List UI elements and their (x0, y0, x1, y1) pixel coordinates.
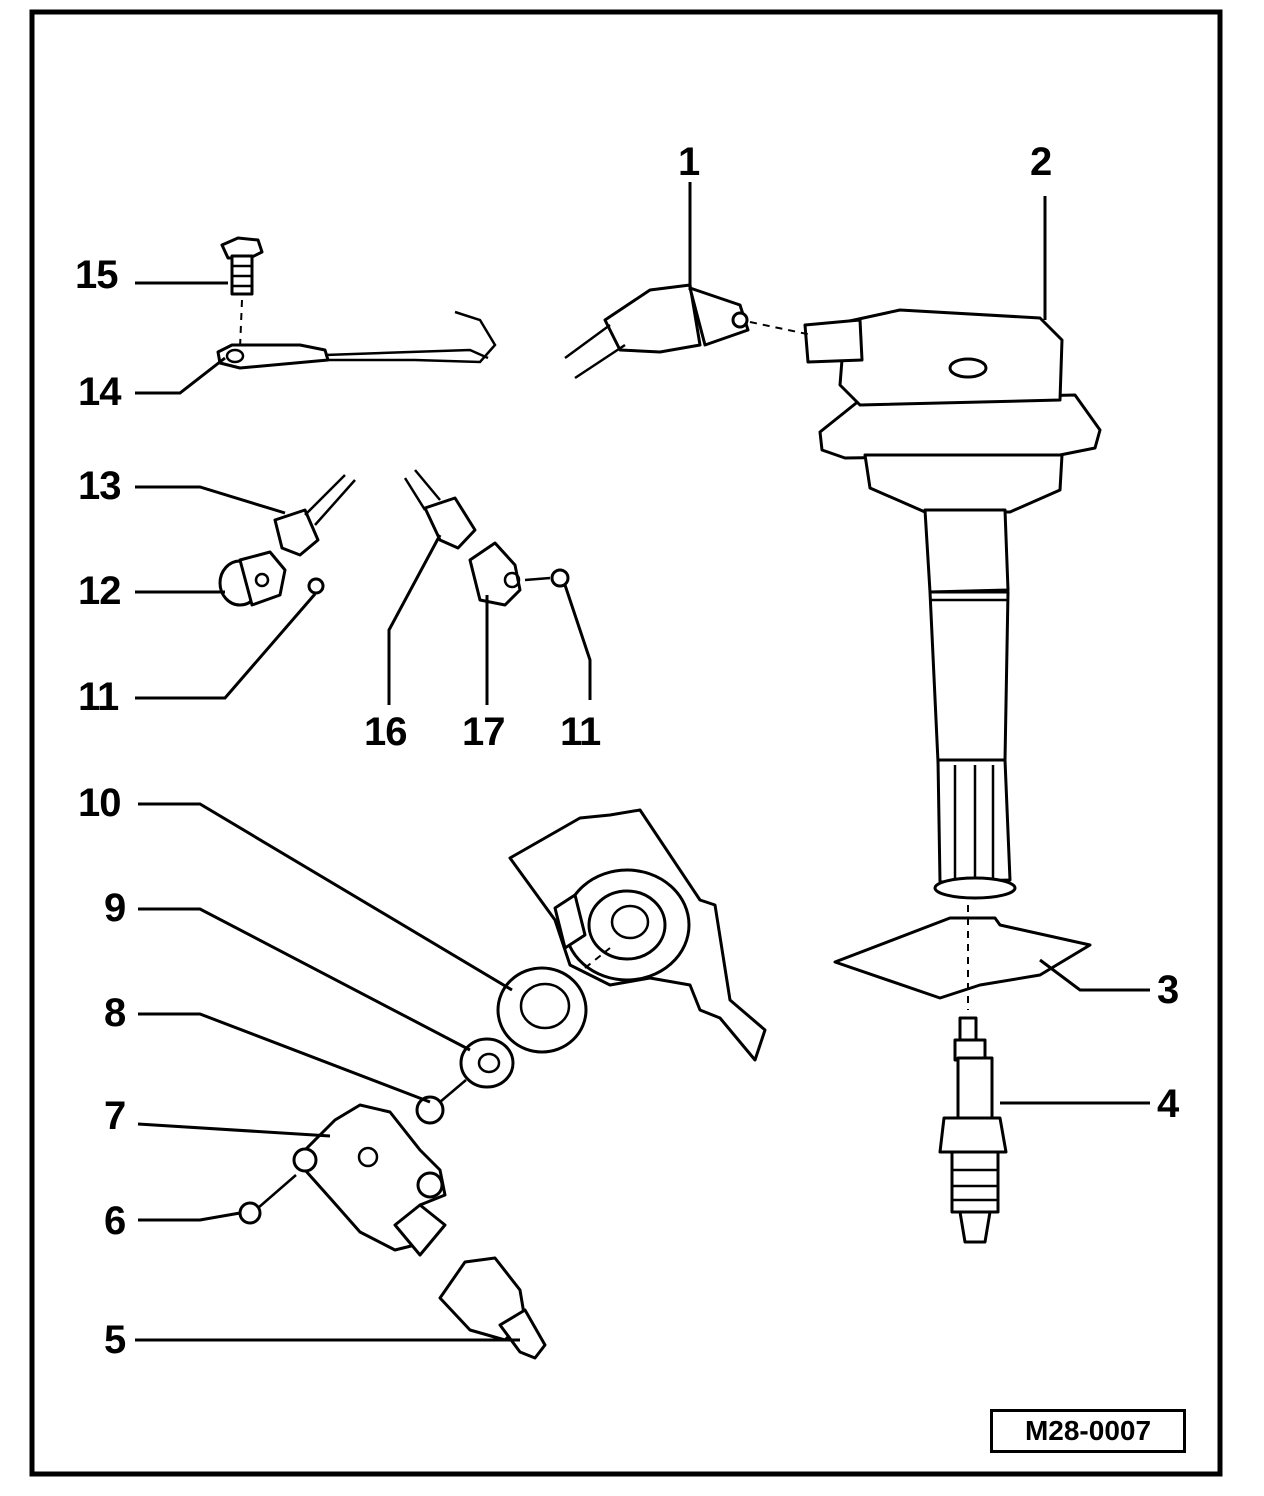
head-bracket (508, 808, 767, 1062)
callout-15: 15 (75, 253, 118, 297)
hall-sender-screw (238, 1174, 297, 1225)
callout-8: 8 (104, 991, 126, 1035)
hall-sender (292, 1103, 447, 1257)
knock-sensor-middle (468, 541, 570, 607)
callout-9: 9 (104, 886, 126, 930)
washer (459, 1037, 515, 1089)
callout-2: 2 (1030, 140, 1052, 184)
callout-11-left: 11 (78, 675, 119, 719)
gasket-plate (833, 905, 1092, 1010)
knock-sensor-plug-middle (403, 469, 477, 550)
figure-id-box: M28-0007 (990, 1409, 1186, 1453)
leader-lines (135, 182, 1150, 1342)
callout-11-middle: 11 (560, 710, 601, 754)
ground-strap (216, 310, 497, 370)
knock-sensor-plug-left (273, 474, 356, 595)
callout-14: 14 (78, 370, 121, 414)
callout-1: 1 (678, 140, 700, 184)
callout-13: 13 (78, 464, 121, 508)
callout-12: 12 (78, 569, 121, 613)
knock-sensor-left (218, 550, 287, 607)
ground-bolt (220, 236, 264, 349)
callout-10: 10 (78, 781, 121, 825)
ignition-coil (803, 308, 1102, 900)
callout-17: 17 (462, 710, 505, 754)
spark-plug (938, 1016, 1008, 1244)
border (29, 9, 1223, 1477)
callout-3: 3 (1157, 968, 1179, 1012)
callout-4: 4 (1157, 1082, 1179, 1126)
callout-7: 7 (104, 1094, 126, 1138)
sender-connector (438, 1256, 547, 1360)
seal-ring (496, 947, 611, 1054)
rotor-bolt (415, 1079, 467, 1125)
callout-16: 16 (364, 710, 407, 754)
callout-5: 5 (104, 1318, 126, 1362)
coil-connector (564, 283, 813, 380)
callout-6: 6 (104, 1199, 126, 1243)
